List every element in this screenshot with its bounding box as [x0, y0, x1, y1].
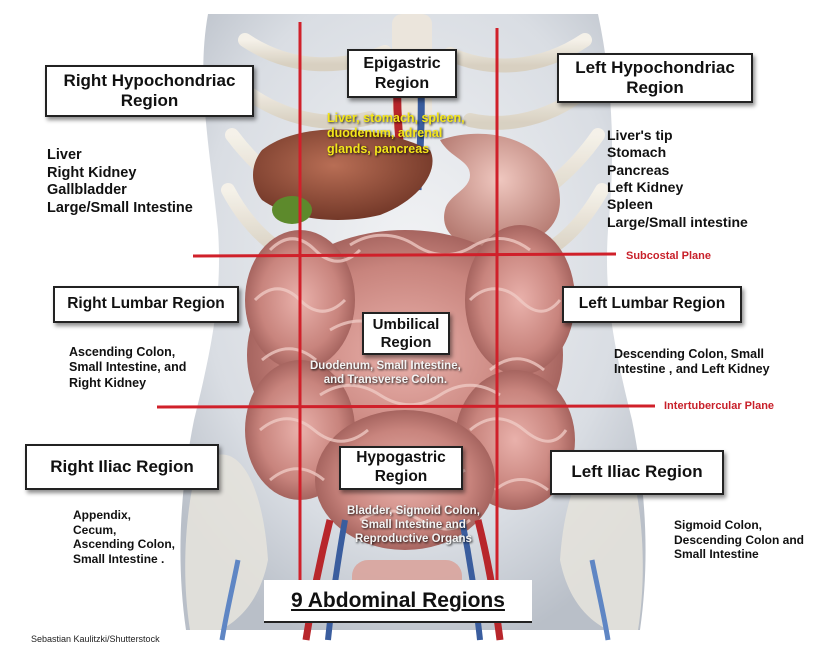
hypogastric-organs: Bladder, Sigmoid Colon, Small Intestine … — [347, 505, 480, 546]
right-lumbar-label: Right Lumbar Region — [53, 286, 239, 323]
left-hypochondriac-label: Left Hypochondriac Region — [557, 53, 753, 103]
hypogastric-label: Hypogastric Region — [339, 446, 463, 490]
epigastric-organs: Liver, stomach, spleen, duodenum, adrena… — [327, 111, 465, 156]
right-hypochondriac-label: Right Hypochondriac Region — [45, 65, 254, 117]
right-lumbar-organs: Ascending Colon, Small Intestine, and Ri… — [69, 345, 187, 390]
epigastric-label: Epigastric Region — [347, 49, 457, 98]
left-iliac-organs: Sigmoid Colon, Descending Colon and Smal… — [674, 518, 805, 562]
intertubercular-plane-line — [156, 404, 656, 409]
intestine-loops — [253, 233, 568, 531]
umbilical-organs: Duodenum, Small Intestine, and Transvers… — [310, 360, 461, 387]
umbilical-label: Umbilical Region — [362, 312, 450, 355]
image-credit: Sebastian Kaulitzki/Shutterstock — [31, 634, 160, 644]
subcostal-plane-label: Subcostal Plane — [626, 250, 711, 262]
left-iliac-label: Left Iliac Region — [550, 450, 724, 495]
left-hypochondriac-organs: Liver's tip Stomach Pancreas Left Kidney… — [607, 127, 748, 230]
subcostal-plane-line — [192, 252, 617, 258]
left-lumbar-organs: Descending Colon, Small Intestine , and … — [614, 347, 770, 377]
right-iliac-label: Right Iliac Region — [25, 444, 219, 490]
intertubercular-plane-label: Intertubercular Plane — [664, 400, 775, 412]
diagram-title: 9 Abdominal Regions — [264, 580, 532, 623]
right-hypochondriac-organs: Liver Right Kidney Gallbladder Large/Sma… — [47, 147, 193, 217]
left-lumbar-label: Left Lumbar Region — [562, 286, 742, 323]
right-iliac-organs: Appendix, Cecum, Ascending Colon, Small … — [73, 508, 175, 566]
